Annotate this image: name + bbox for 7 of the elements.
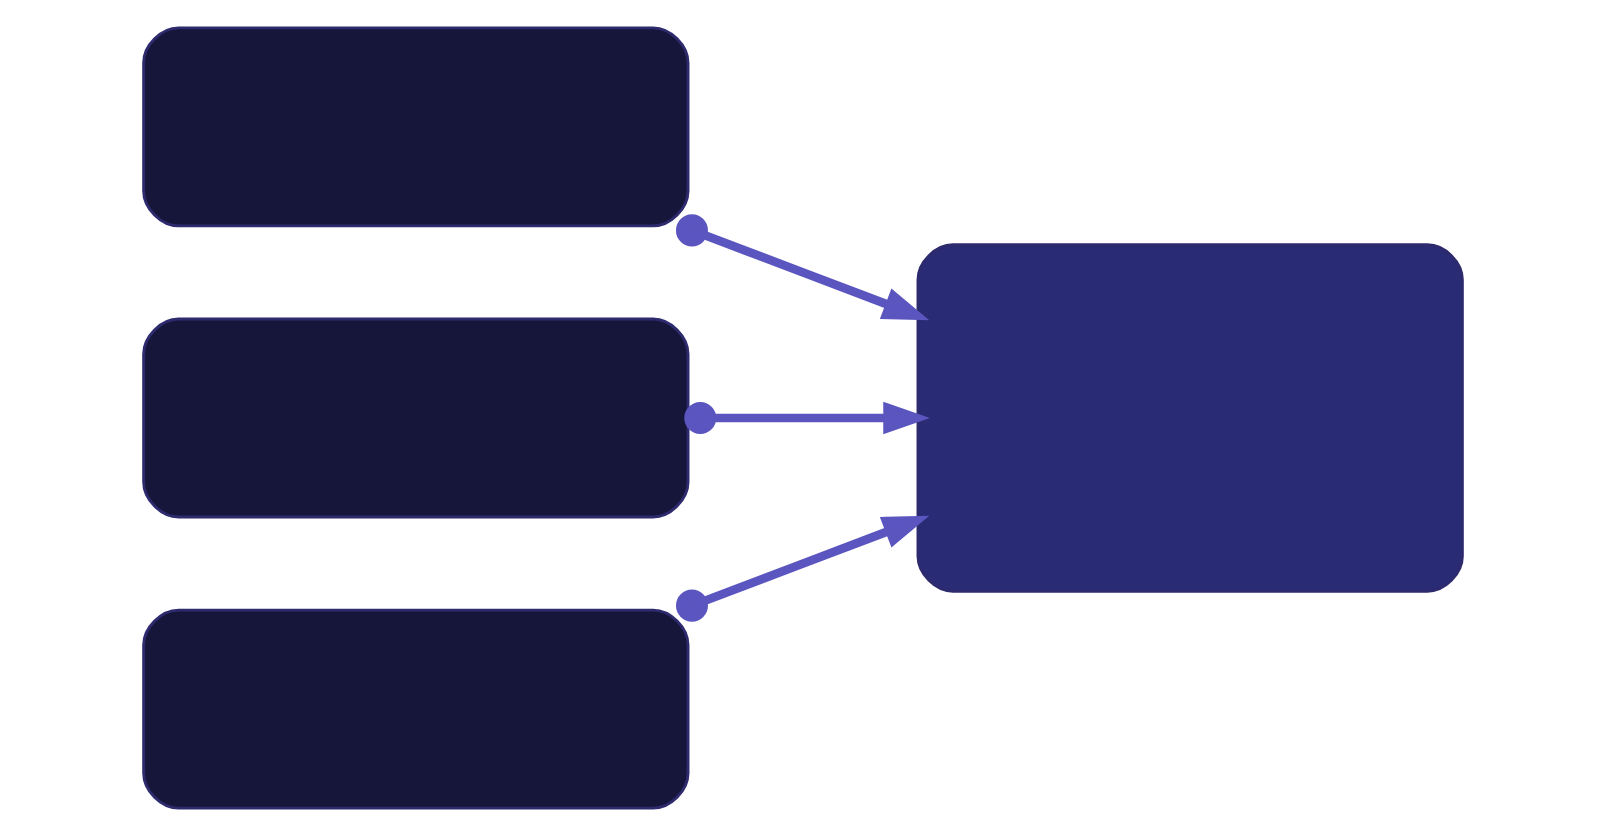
arrow [674, 515, 929, 622]
node-box [141, 26, 689, 228]
node-box [141, 317, 689, 519]
node-box [915, 243, 1463, 593]
arrow [683, 401, 929, 435]
node-box [141, 608, 689, 810]
arrow [674, 214, 929, 321]
